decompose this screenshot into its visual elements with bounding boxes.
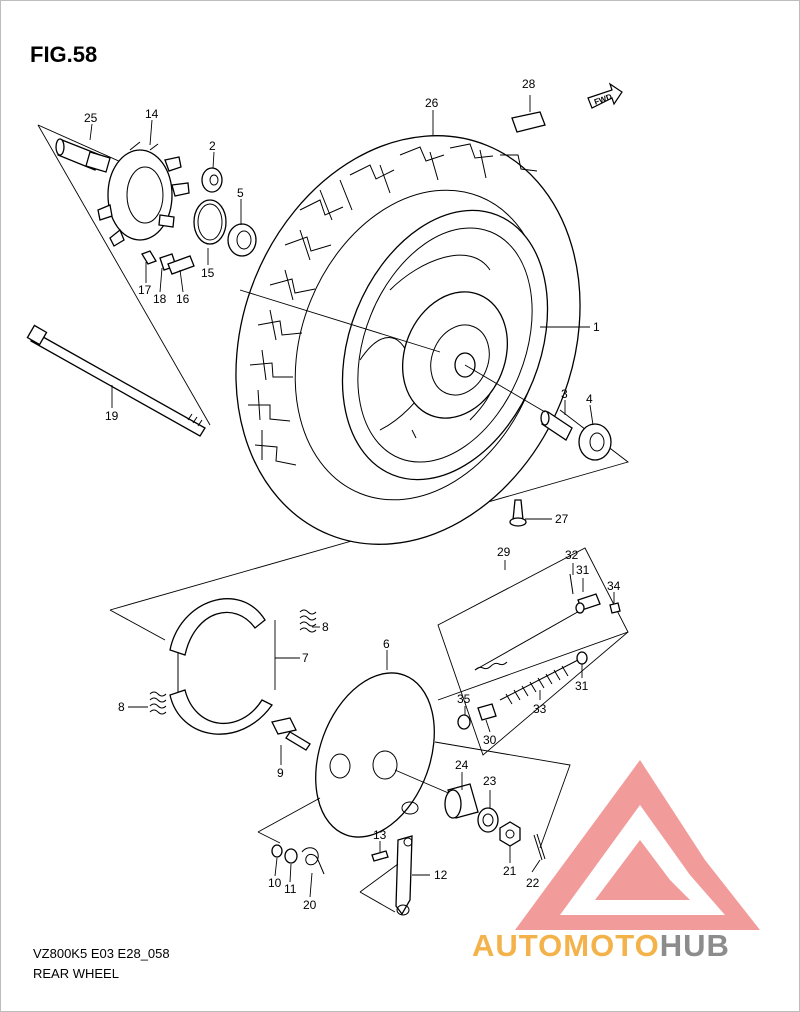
cam-lever <box>395 835 413 916</box>
callout-4: 4 <box>586 392 593 406</box>
callout-8-lower: 8 <box>118 700 125 714</box>
seal-23 <box>477 807 499 833</box>
callout-21: 21 <box>503 864 517 878</box>
callout-17: 17 <box>138 283 152 297</box>
callout-18: 18 <box>153 292 167 306</box>
lock-plate-16 <box>167 255 195 275</box>
callout-12: 12 <box>434 868 448 882</box>
spacer-24 <box>444 783 479 819</box>
rear-wheel-rim <box>341 209 549 481</box>
spacer-3 <box>540 410 573 441</box>
tire-valve <box>509 499 527 527</box>
callout-15: 15 <box>201 266 215 280</box>
callout-24: 24 <box>455 758 469 772</box>
callout-leaders <box>89 95 615 898</box>
bolt-13 <box>371 850 389 862</box>
watermark-part-two: HUB <box>659 928 730 963</box>
section-name: REAR WHEEL <box>33 966 119 981</box>
callout-13: 13 <box>373 828 387 842</box>
bearing-4 <box>578 423 612 461</box>
callout-2: 2 <box>209 139 216 153</box>
callout-35: 35 <box>457 692 471 706</box>
callout-9: 9 <box>277 766 284 780</box>
axle-nut <box>499 821 521 847</box>
spacer-2 <box>201 167 223 193</box>
forward-arrow-icon: FWD <box>587 82 623 109</box>
callout-6: 6 <box>383 637 390 651</box>
o-ring-10 <box>271 844 283 858</box>
stud-25 <box>55 138 111 173</box>
o-ring-15 <box>193 199 227 245</box>
callout-23: 23 <box>483 774 497 788</box>
callout-19: 19 <box>105 409 119 423</box>
callout-14: 14 <box>145 107 159 121</box>
callout-30: 30 <box>483 733 497 747</box>
callout-32: 32 <box>565 548 579 562</box>
spring-8-lower <box>149 691 167 715</box>
callout-29: 29 <box>497 545 511 559</box>
bolt-17 <box>141 250 157 265</box>
group-lines-lower <box>257 741 571 913</box>
callout-1: 1 <box>593 320 600 334</box>
spring-8-upper <box>299 609 317 633</box>
callout-22: 22 <box>526 876 540 890</box>
fwd-label: FWD <box>593 92 613 107</box>
callout-numbers: 1 2 3 4 5 6 7 8 8 9 10 11 12 13 14 15 16… <box>84 77 621 912</box>
callout-11: 11 <box>284 882 297 896</box>
callout-20: 20 <box>303 898 317 912</box>
brake-cam <box>271 717 311 751</box>
callout-3: 3 <box>561 387 568 401</box>
callout-7: 7 <box>302 651 309 665</box>
brake-panel <box>315 672 461 838</box>
figure-title: FIG.58 <box>30 42 98 67</box>
callout-5: 5 <box>237 186 244 200</box>
callout-10: 10 <box>268 876 282 890</box>
watermark-logo <box>515 760 760 930</box>
callout-25: 25 <box>84 111 98 125</box>
callout-33: 33 <box>533 702 547 716</box>
callout-27: 27 <box>555 512 569 526</box>
watermark-text: AUTOMOTOHUB <box>472 928 730 964</box>
callout-34: 34 <box>607 579 621 593</box>
brake-rod-assembly <box>437 547 629 756</box>
brake-shoes <box>169 598 273 735</box>
bearing-5 <box>227 223 257 257</box>
balance-weight <box>511 111 546 133</box>
callout-31-lower: 31 <box>575 679 589 693</box>
callout-8-upper: 8 <box>322 620 329 634</box>
callout-28: 28 <box>522 77 536 91</box>
rear-axle <box>26 324 206 437</box>
washer-11 <box>284 848 298 864</box>
hub-carrier <box>97 141 190 247</box>
callout-16: 16 <box>176 292 190 306</box>
callout-31-upper: 31 <box>576 563 590 577</box>
return-spring-20 <box>301 847 325 875</box>
model-code: VZ800K5 E03 E28_058 <box>33 946 170 961</box>
watermark-part-one: AUTOMOTO <box>472 928 660 963</box>
callout-26: 26 <box>425 96 439 110</box>
